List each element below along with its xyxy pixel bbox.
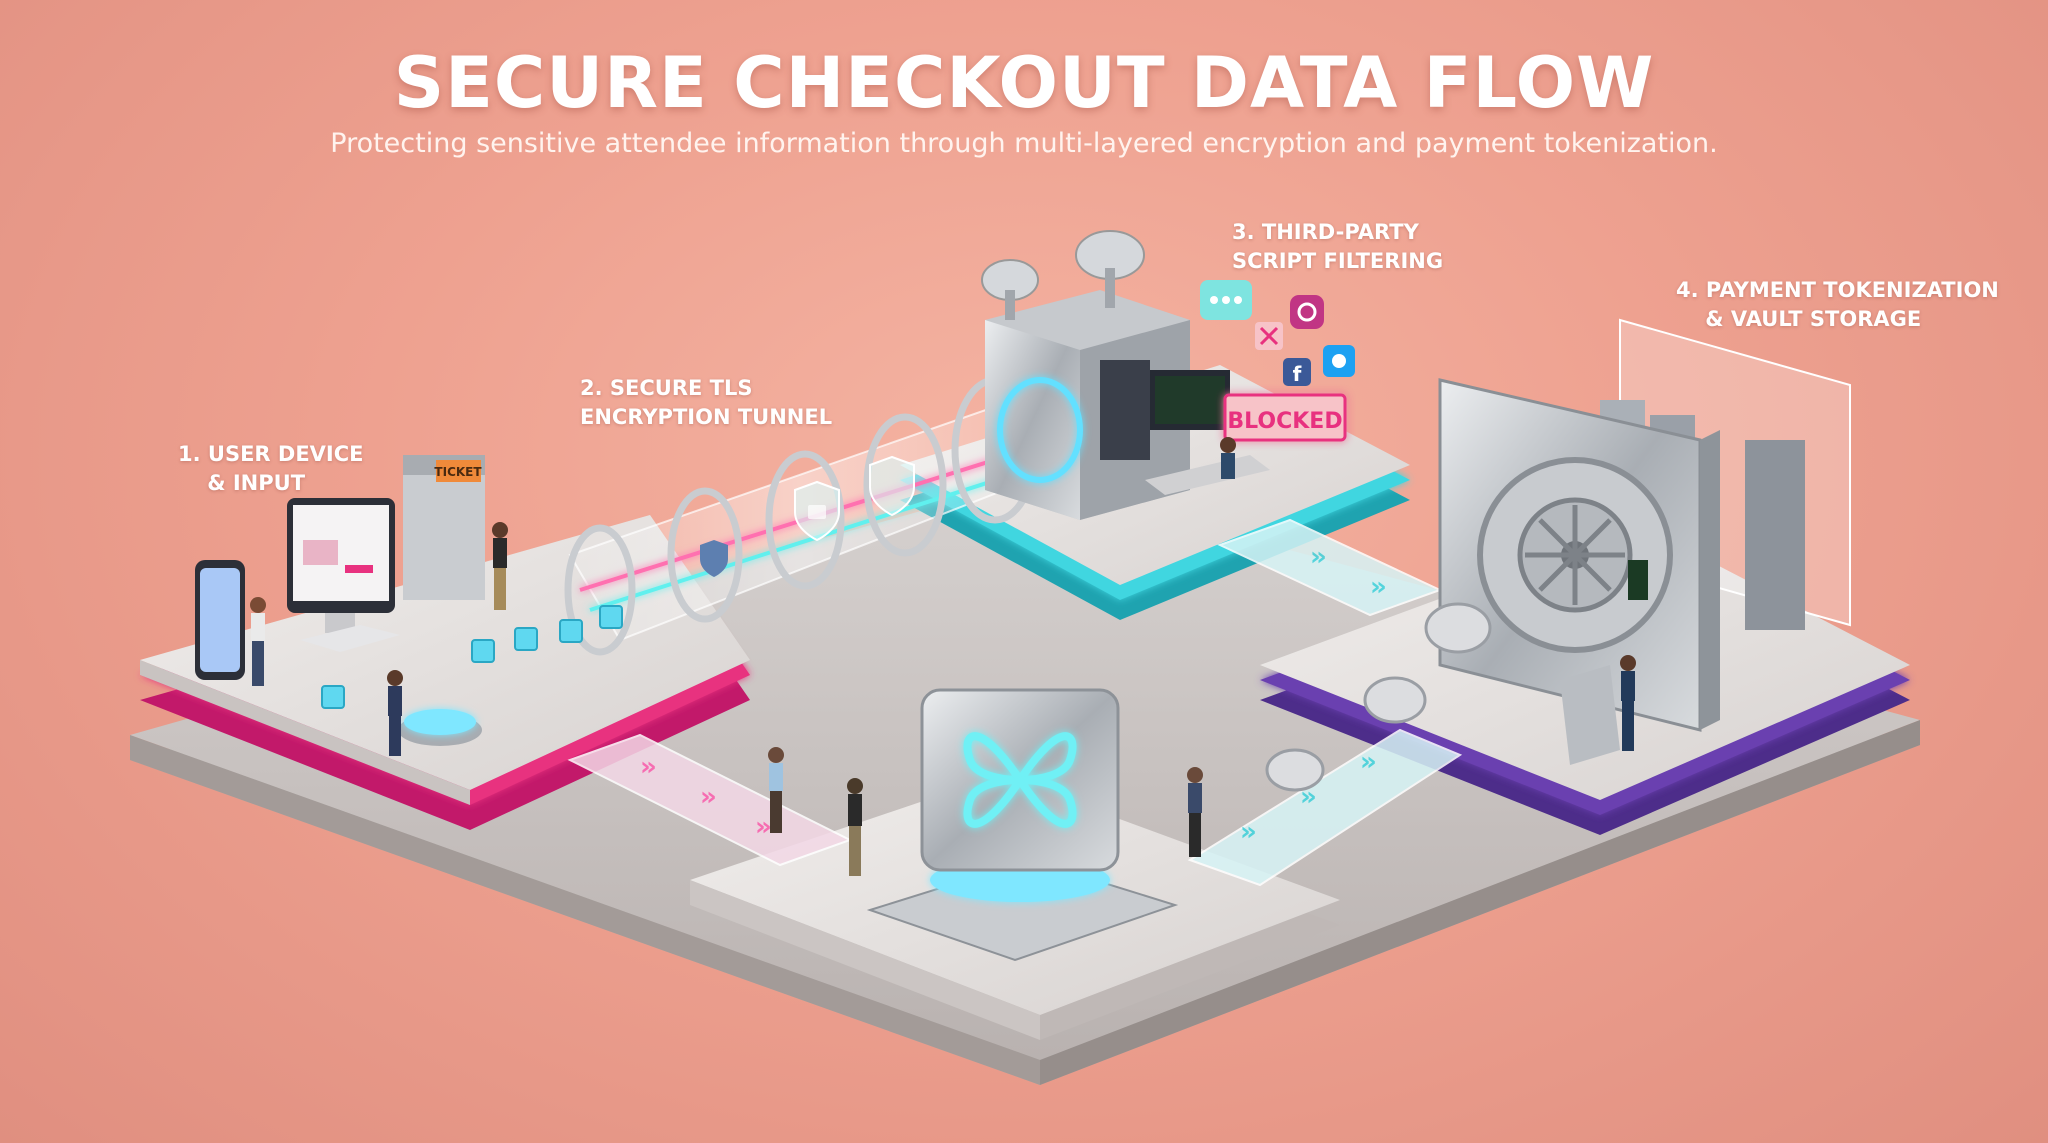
- step-2-label: 2. SECURE TLS ENCRYPTION TUNNEL: [580, 376, 833, 429]
- step-3-label: 3. THIRD-PARTY SCRIPT FILTERING: [1232, 220, 1444, 273]
- smartphone: [195, 560, 245, 680]
- hologram-pad: [398, 709, 482, 746]
- person: [387, 670, 403, 756]
- person: [1187, 767, 1203, 857]
- svg-text:»: »: [1360, 747, 1377, 777]
- svg-text:»: »: [1240, 817, 1257, 847]
- people-figures: [250, 437, 1636, 876]
- svg-text:f: f: [1293, 362, 1302, 386]
- data-packets: [321, 605, 623, 709]
- svg-text:»: »: [640, 752, 657, 782]
- walkway-center-to-vault: » » »: [1187, 728, 1463, 887]
- desktop-monitor: [287, 498, 400, 652]
- ticket-booth: TICKET: [403, 455, 485, 600]
- atm-terminal: [1560, 665, 1620, 765]
- instagram-icon: [1290, 295, 1324, 329]
- person: [1220, 437, 1236, 479]
- svg-text:»: »: [700, 782, 717, 812]
- person: [768, 747, 784, 833]
- twitter-icon: [1323, 345, 1355, 377]
- blocked-label: BLOCKED: [1227, 409, 1342, 434]
- ticket-sign: TICKET: [434, 465, 482, 479]
- svg-text:»: »: [755, 812, 772, 842]
- token-coins: [1265, 602, 1492, 792]
- shield-lock-icon: [794, 480, 840, 542]
- chat-bubble-icon: [1200, 280, 1252, 320]
- logo-icon: [963, 732, 1077, 828]
- hub-logo-cube: [866, 688, 1179, 962]
- person: [492, 522, 508, 610]
- shield-lock-icon: [869, 455, 915, 517]
- shield-icon: [700, 540, 728, 577]
- person: [847, 778, 863, 876]
- vault-icon: [1438, 378, 1720, 732]
- walkway-filter-to-vault: » »: [1217, 518, 1443, 617]
- svg-text:»: »: [1370, 572, 1387, 602]
- step-4-label: 4. PAYMENT TOKENIZATION & VAULT STORAGE: [1676, 278, 1999, 331]
- svg-text:»: »: [1310, 542, 1327, 572]
- person: [250, 597, 266, 686]
- facebook-icon: f: [1283, 358, 1311, 386]
- page-subtitle: Protecting sensitive attendee informatio…: [330, 128, 1718, 159]
- satellite-dish-icon: [1075, 230, 1145, 308]
- satellite-dish-icon: [981, 259, 1039, 320]
- person: [1620, 655, 1636, 751]
- security-workstation: [1145, 370, 1270, 495]
- blocked-barrier: BLOCKED: [1223, 393, 1347, 442]
- x-close-icon: [1255, 322, 1283, 350]
- step-1-label: 1. USER DEVICE & INPUT: [178, 442, 364, 495]
- page-title: SECURE CHECKOUT DATA FLOW: [393, 42, 1655, 124]
